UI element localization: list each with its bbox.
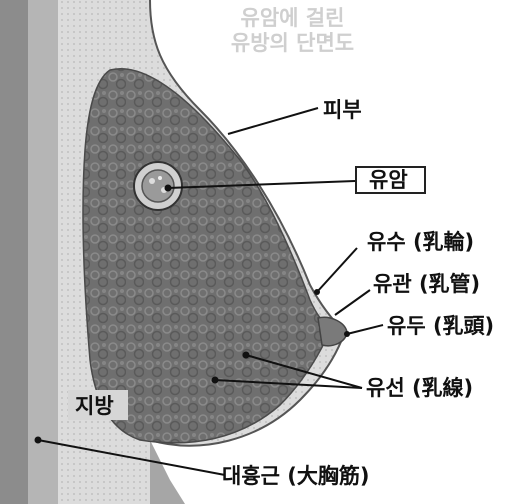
label-duct: 유관 (乳管) [373,272,480,296]
tumor [134,162,182,210]
title-line-1: 유암에 걸린 [205,6,380,31]
label-cancer: 유암 [355,166,426,194]
label-areola: 유수 (乳輪) [367,230,474,254]
title-line-2: 유방의 단면도 [205,31,380,56]
diagram-title: 유암에 걸린 유방의 단면도 [205,6,380,56]
label-fat: 지방 [75,394,114,418]
pectoral-muscle-band [0,0,28,504]
label-gland: 유선 (乳線) [366,376,473,400]
label-nipple: 유두 (乳頭) [387,314,494,338]
label-skin: 피부 [323,98,362,122]
label-muscle: 대흉근 (大胸筋) [222,464,369,488]
